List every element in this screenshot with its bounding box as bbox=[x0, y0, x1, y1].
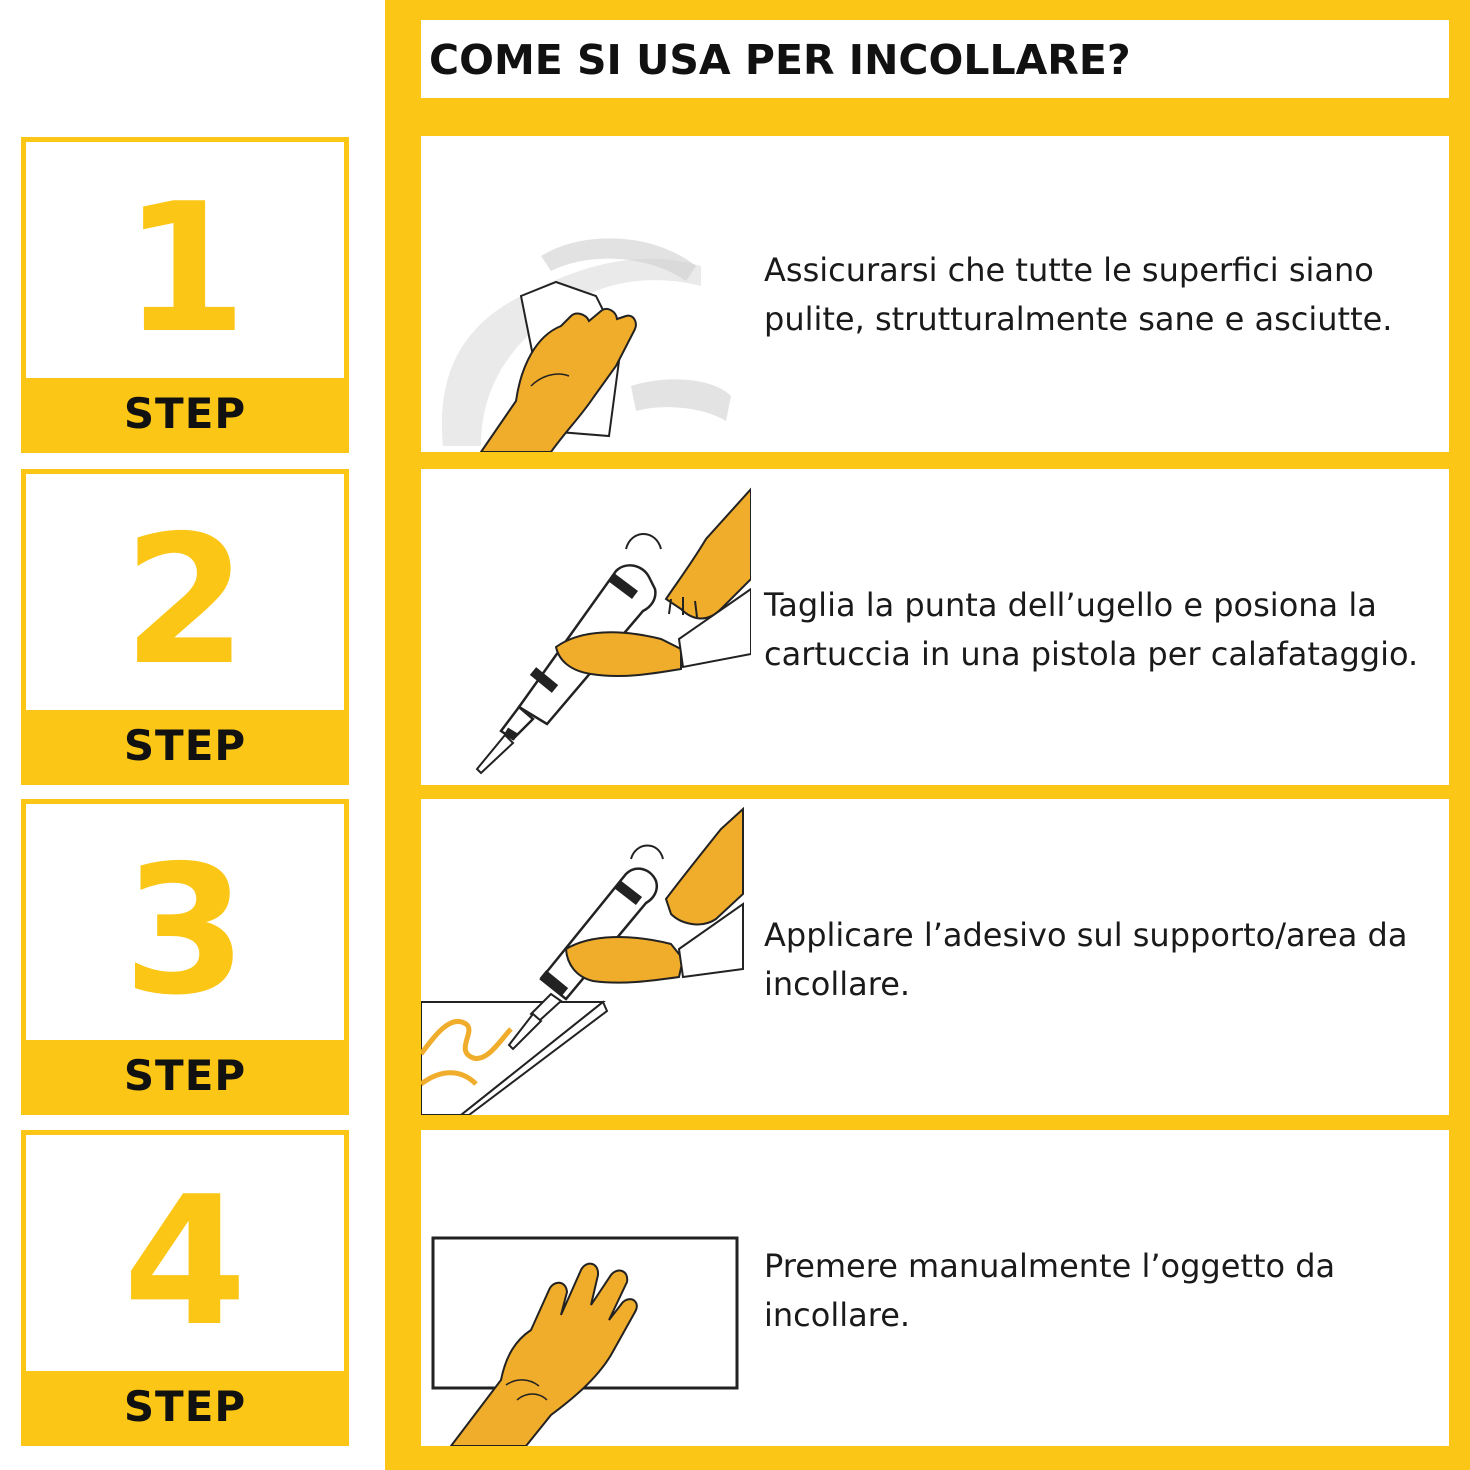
title-box: COME SI USA PER INCOLLARE? bbox=[421, 20, 1449, 98]
page-title: COME SI USA PER INCOLLARE? bbox=[429, 36, 1131, 84]
step-card-4: 4 STEP bbox=[21, 1130, 349, 1446]
step-card-2: 2 STEP bbox=[21, 469, 349, 785]
instruction-line: incollare. bbox=[764, 1296, 911, 1334]
step-card-3: 3 STEP bbox=[21, 799, 349, 1115]
step-label: STEP bbox=[123, 1051, 247, 1100]
step-label: STEP bbox=[123, 721, 247, 770]
instruction-line: incollare. bbox=[764, 965, 911, 1003]
hand-pressing-object-icon bbox=[431, 1236, 739, 1446]
instruction-row-1: Assicurarsi che tutte le superfici siano… bbox=[421, 136, 1449, 452]
step-band bbox=[26, 378, 344, 448]
instruction-line: cartuccia in una pistola per calafataggi… bbox=[764, 635, 1419, 673]
instruction-line: Taglia la punta dell’ugello e posiona la bbox=[764, 586, 1377, 624]
step-number: 2 bbox=[123, 497, 247, 704]
step-number: 1 bbox=[123, 165, 247, 372]
step-card-1: 1 STEP bbox=[21, 137, 349, 453]
step-band bbox=[26, 710, 344, 780]
hand-wiping-surface-icon bbox=[441, 238, 731, 452]
instruction-line: Premere manualmente l’oggetto da bbox=[764, 1247, 1336, 1285]
instruction-row-2: Taglia la punta dell’ugello e posiona la… bbox=[421, 469, 1449, 785]
step-label: STEP bbox=[123, 389, 247, 438]
caulking-gun-applying-icon bbox=[421, 806, 744, 1115]
step-number: 4 bbox=[123, 1158, 247, 1365]
instruction-line: pulite, strutturalmente sane e asciutte. bbox=[764, 300, 1393, 338]
caulking-gun-loading-icon bbox=[475, 487, 751, 775]
instruction-text: Assicurarsi che tutte le superfici siano… bbox=[764, 246, 1444, 344]
step-number: 3 bbox=[123, 827, 247, 1034]
instruction-text: Taglia la punta dell’ugello e posiona la… bbox=[764, 581, 1444, 679]
instruction-row-3: Applicare l’adesivo sul supporto/area da… bbox=[421, 799, 1449, 1115]
instruction-row-4: Premere manualmente l’oggetto da incolla… bbox=[421, 1130, 1449, 1446]
instruction-text: Premere manualmente l’oggetto da incolla… bbox=[764, 1242, 1444, 1340]
step-band bbox=[26, 1040, 344, 1110]
instruction-line: Assicurarsi che tutte le superfici siano bbox=[764, 251, 1374, 289]
instruction-line: Applicare l’adesivo sul supporto/area da bbox=[764, 916, 1408, 954]
instruction-text: Applicare l’adesivo sul supporto/area da… bbox=[764, 911, 1444, 1009]
step-band bbox=[26, 1371, 344, 1441]
step-label: STEP bbox=[123, 1382, 247, 1431]
